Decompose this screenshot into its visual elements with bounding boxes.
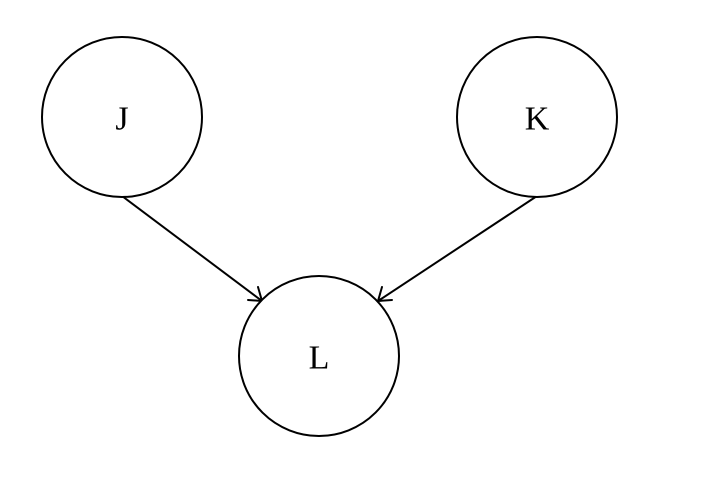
edge-k-to-l: [377, 195, 538, 302]
edge-j-to-l: [121, 195, 263, 302]
node-k: K: [456, 36, 618, 198]
node-l-circle: [238, 275, 400, 437]
node-l-label: L: [309, 340, 330, 377]
node-k-label: K: [525, 101, 550, 138]
node-j-label: J: [115, 101, 128, 138]
node-j-circle: [41, 36, 203, 198]
node-l: L: [238, 275, 400, 437]
node-k-circle: [456, 36, 618, 198]
node-j: J: [41, 36, 203, 198]
